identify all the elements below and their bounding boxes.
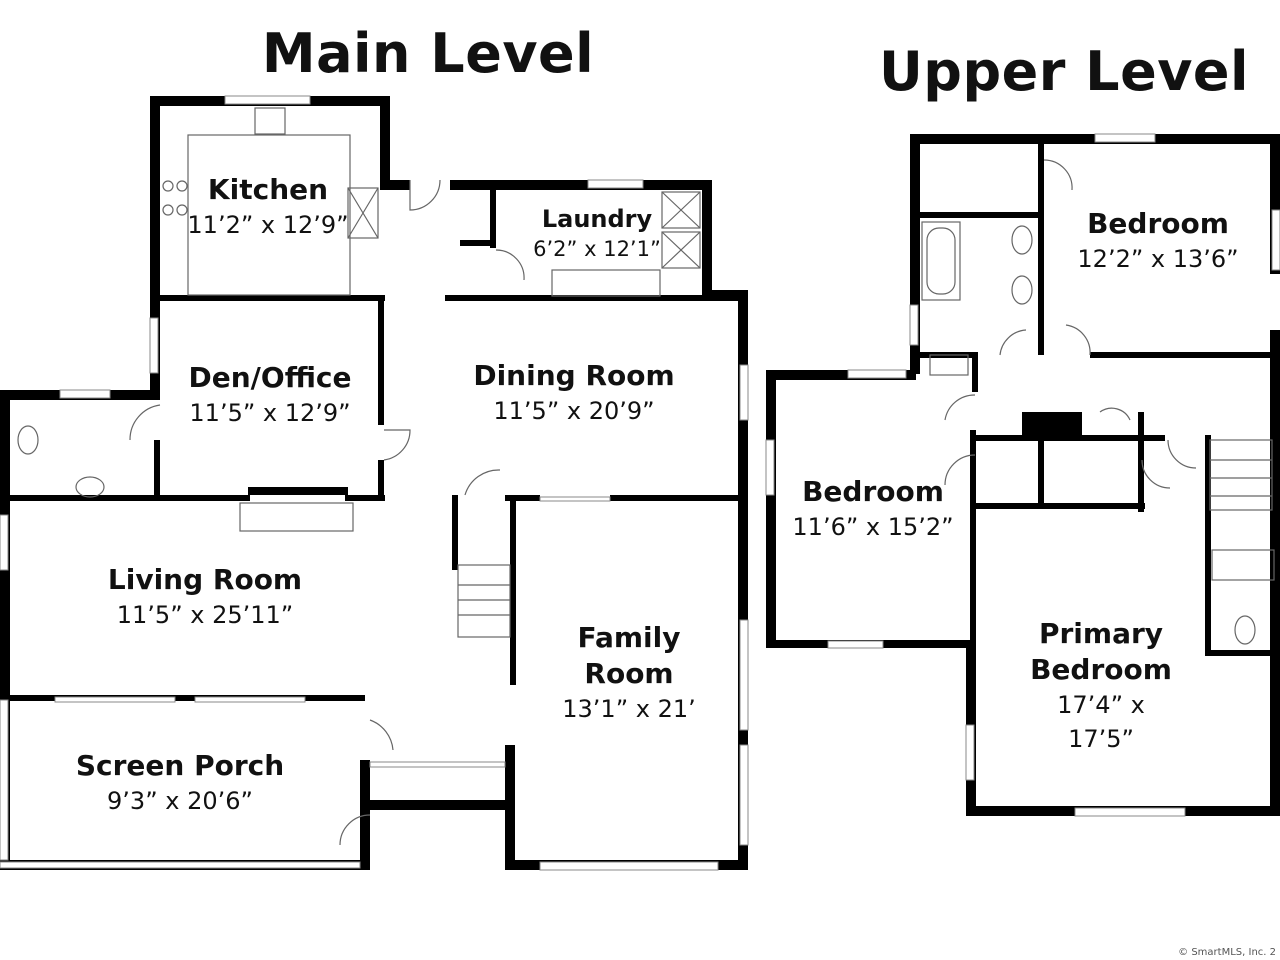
room-dimensions: 12’2” x 13’6” [1077, 245, 1239, 273]
room-dimensions: 6’2” x 12’1” [533, 237, 661, 261]
room-name: Primary Bedroom [1030, 617, 1172, 686]
room-name: Dining Room [473, 359, 675, 392]
room-label-laundry: Laundry 6’2” x 12’1” [533, 204, 661, 264]
room-label-screen-porch: Screen Porch 9’3” x 20’6” [76, 748, 284, 818]
room-name: Living Room [107, 563, 303, 596]
room-name: Family Room [577, 621, 681, 690]
room-name: Den/Office [188, 361, 352, 394]
room-name: Screen Porch [75, 749, 285, 782]
room-dimensions: 17’4” x 17’5” [1057, 691, 1145, 753]
room-label-living-room: Living Room 11’5” x 25’11” [108, 562, 302, 632]
room-label-dining-room: Dining Room 11’5” x 20’9” [473, 358, 674, 428]
room-label-family-room: Family Room 13’1” x 21’ [559, 620, 699, 726]
room-label-primary-bedroom: Primary Bedroom 17’4” x 17’5” [1021, 616, 1181, 756]
upper-level-fixtures [765, 133, 1280, 817]
room-name: Laundry [541, 205, 653, 233]
room-dimensions: 13’1” x 21’ [562, 695, 696, 723]
main-level-fixtures [0, 95, 749, 871]
room-name: Bedroom [1087, 207, 1229, 240]
room-label-bedroom-upper-right: Bedroom 12’2” x 13’6” [1077, 206, 1238, 276]
main-level-title: Main Level [261, 22, 595, 85]
upper-level-title: Upper Level [878, 40, 1250, 103]
room-name: Bedroom [802, 475, 944, 508]
room-dimensions: 9’3” x 20’6” [107, 787, 253, 815]
room-dimensions: 11’2” x 12’9” [187, 211, 349, 239]
room-label-bedroom-left: Bedroom 11’6” x 15’2” [792, 474, 953, 544]
room-label-kitchen: Kitchen 11’2” x 12’9” [187, 172, 348, 242]
copyright-notice: © SmartMLS, Inc. 2 [1178, 947, 1276, 958]
room-label-den-office: Den/Office 11’5” x 12’9” [188, 360, 351, 430]
room-dimensions: 11’6” x 15’2” [792, 513, 954, 541]
room-name: Kitchen [207, 173, 329, 206]
room-dimensions: 11’5” x 12’9” [189, 399, 351, 427]
room-dimensions: 11’5” x 20’9” [493, 397, 655, 425]
room-dimensions: 11’5” x 25’11” [116, 601, 294, 629]
